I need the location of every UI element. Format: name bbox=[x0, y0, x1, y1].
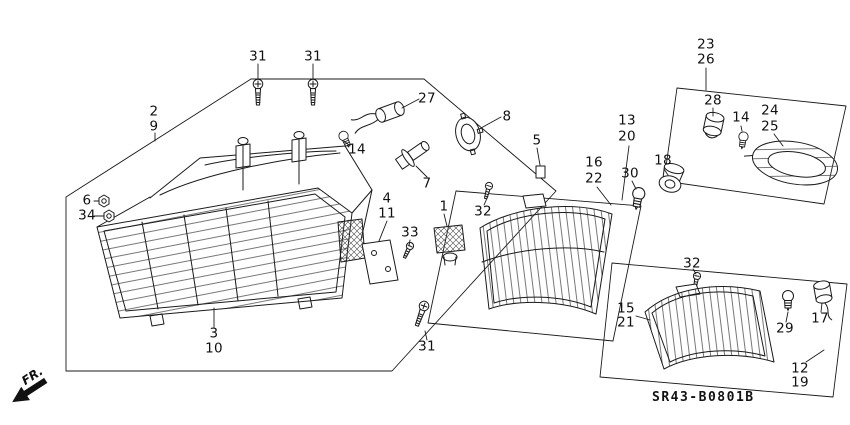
headlight-assembly bbox=[96, 131, 373, 327]
corner-lamp-group-box bbox=[427, 190, 642, 342]
corner-lamp-bulb-30 bbox=[629, 186, 647, 211]
headlight-bulb-socket-set bbox=[336, 101, 484, 170]
corner-lamp-socket-18 bbox=[658, 162, 685, 193]
side-marker-group-box bbox=[663, 87, 847, 205]
headlight-group-box bbox=[65, 78, 557, 372]
mounting-bracket bbox=[361, 239, 399, 285]
connector-socket-1 bbox=[433, 224, 466, 266]
front-corner-lamp bbox=[479, 165, 613, 315]
fr-direction-arrow: FR. bbox=[12, 364, 48, 403]
side-marker-set bbox=[702, 111, 839, 186]
rear-corner-lamp-group-box bbox=[599, 262, 848, 398]
rear-corner-lamp bbox=[644, 280, 833, 370]
leader-lines bbox=[93, 63, 825, 363]
diagram-code: SR43-B0801B bbox=[652, 390, 755, 405]
